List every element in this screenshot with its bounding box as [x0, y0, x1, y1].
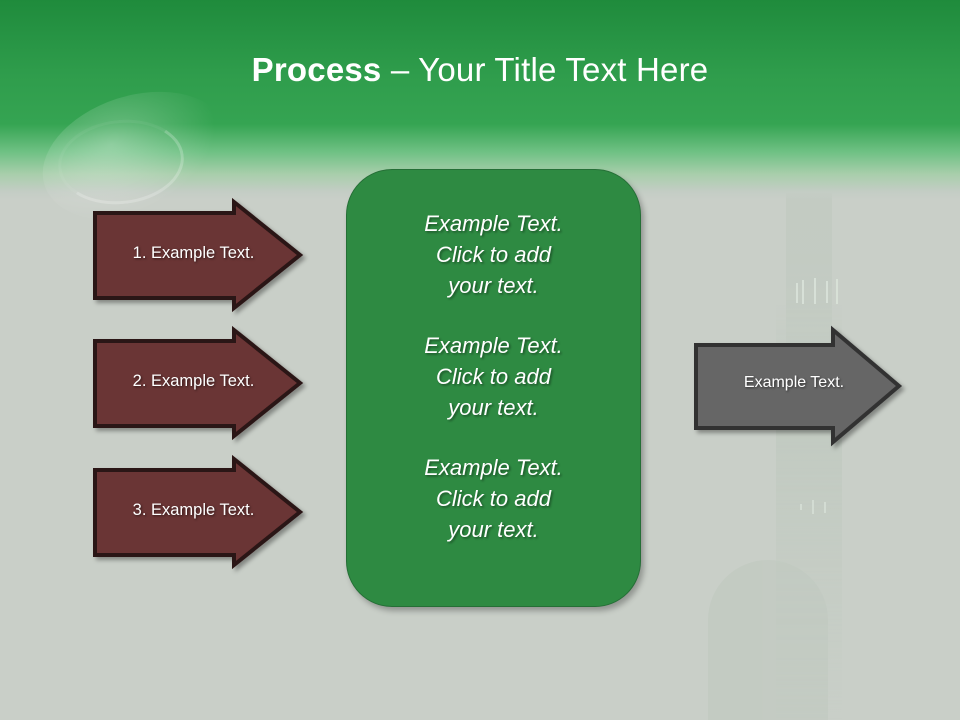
- arrow-right-shape-icon: [93, 197, 304, 313]
- arrow-right-shape-icon: [93, 454, 304, 570]
- watermark-railing-icon: [794, 278, 848, 304]
- page-title-bold: Process: [251, 51, 382, 88]
- watermark-dome: [708, 560, 828, 720]
- arrow-right-shape-icon: [694, 325, 903, 447]
- panel-paragraph-3: Example Text. Click to add your text.: [424, 455, 563, 542]
- header-banner: [0, 0, 960, 243]
- watermark-window-slots-icon: [798, 500, 838, 520]
- panel-paragraph-2: Example Text. Click to add your text.: [424, 333, 563, 420]
- result-arrow[interactable]: Example Text.: [693, 325, 905, 447]
- page-title: Process – Your Title Text Here: [0, 50, 960, 90]
- step-arrow-1[interactable]: 1. Example Text.: [92, 197, 307, 313]
- arrow-right-shape-icon: [93, 325, 304, 441]
- banner-crescent-icon: [53, 113, 189, 211]
- process-detail-panel[interactable]: Example Text. Click to add your text. Ex…: [346, 169, 641, 607]
- step-arrow-2[interactable]: 2. Example Text.: [92, 325, 307, 441]
- page-title-rest: – Your Title Text Here: [381, 51, 709, 88]
- step-arrow-3[interactable]: 3. Example Text.: [92, 454, 307, 570]
- panel-paragraph-1: Example Text. Click to add your text.: [424, 211, 563, 298]
